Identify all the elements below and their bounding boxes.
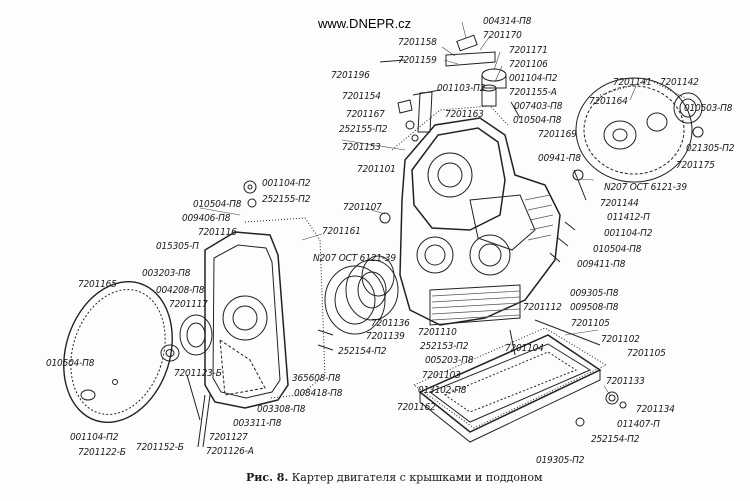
part-label: N207 ОСТ 6121-39 — [313, 253, 396, 264]
part-label: 010504-П8 — [46, 358, 95, 369]
part-label: 7201134 — [636, 404, 675, 415]
figure-title: Картер двигателя с крышками и поддоном — [291, 471, 543, 484]
part-label: 003308-П8 — [257, 404, 306, 415]
timing-cover — [575, 77, 693, 183]
part-label: 001103-П2 — [437, 83, 486, 94]
part-label: 7201104 — [505, 343, 544, 354]
part-label: 252154-П2 — [338, 346, 387, 357]
figure-number: Рис. 8. — [246, 471, 289, 484]
crankcase-block — [399, 117, 561, 326]
part-label: 7201139 — [366, 331, 405, 342]
figure-caption: Рис. 8. Картер двигателя с крышками и по… — [246, 471, 543, 484]
part-label: 7201141 — [613, 77, 652, 88]
part-label: 010504-П8 — [593, 244, 642, 255]
part-label: 252155-П2 — [262, 194, 311, 205]
part-label: 7201164 — [589, 96, 628, 107]
part-label: 010504-П8 — [193, 199, 242, 210]
part-label: 7201110 — [418, 327, 457, 338]
part-label: 001104-П2 — [262, 178, 311, 189]
part-label: 7201171 — [509, 45, 548, 56]
part-label: 7201161 — [322, 226, 361, 237]
part-label: 7201117 — [169, 299, 208, 310]
part-label: 7201126-А — [206, 446, 254, 457]
part-label: 015305-П — [156, 241, 199, 252]
part-label: 011407-П — [617, 419, 660, 430]
part-label: 252153-П2 — [420, 341, 469, 352]
part-label: 7201152-Б — [136, 442, 184, 453]
part-label: 7201127 — [209, 432, 248, 443]
part-label: 009406-П8 — [182, 213, 231, 224]
part-label: 009508-П8 — [570, 302, 619, 313]
part-label: 008418-П8 — [294, 388, 343, 399]
part-label: 7201133 — [606, 376, 645, 387]
part-label: 7201196 — [331, 70, 370, 81]
part-label: 7201158 — [398, 37, 437, 48]
part-label: 7201175 — [676, 160, 715, 171]
part-label: 7201144 — [600, 198, 639, 209]
part-label: 7201105 — [627, 348, 666, 359]
part-label: N207 ОСТ 6121-39 — [604, 182, 687, 193]
part-label: 003203-П8 — [142, 268, 191, 279]
website-watermark: www.DNEPR.cz — [318, 16, 412, 31]
part-label: 7201107 — [343, 202, 382, 213]
part-label: 009411-П8 — [577, 259, 626, 270]
part-label: 7201153 — [342, 142, 381, 153]
part-label: 252154-П2 — [591, 434, 640, 445]
part-label: 7201102 — [601, 334, 640, 345]
part-label: 019305-П2 — [536, 455, 585, 466]
part-label: 004208-П8 — [156, 285, 205, 296]
oval-side-cover — [63, 280, 173, 424]
part-label: 7201159 — [398, 55, 437, 66]
part-label: 007403-П8 — [514, 101, 563, 112]
part-label: 7201167 — [346, 109, 385, 120]
part-label: 005203-П8 — [425, 355, 474, 366]
left-crankcase-cover — [204, 231, 289, 409]
part-label: 7201155-А — [509, 87, 557, 98]
part-label: 7201101 — [357, 164, 396, 175]
part-label: 001104-П2 — [604, 228, 653, 239]
part-label: 010503-П8 — [684, 103, 733, 114]
part-label: 7201163 — [445, 109, 484, 120]
part-label: 7201105 — [571, 318, 610, 329]
part-label: 7201123-Б — [174, 368, 222, 379]
crankcase-fins — [431, 194, 554, 321]
part-label: 7201106 — [509, 59, 548, 70]
oil-pan — [418, 334, 602, 443]
bearing-housing — [324, 255, 399, 335]
part-label: 010504-П8 — [513, 115, 562, 126]
part-label: 7201170 — [483, 30, 522, 41]
part-label: 7201169 — [538, 129, 577, 140]
part-label: 011412-П — [607, 212, 650, 223]
part-label: 003311-П8 — [233, 418, 282, 429]
part-label: 021305-П2 — [686, 143, 735, 154]
part-label: 7201122-Б — [78, 447, 126, 458]
part-label: 7201162 — [397, 402, 436, 413]
part-label: 00941-П8 — [538, 153, 581, 164]
part-label: 7201112 — [523, 302, 562, 313]
part-label: 252155-П2 — [339, 124, 388, 135]
part-label: 7201154 — [342, 91, 381, 102]
part-label: 001104-П2 — [509, 73, 558, 84]
part-label: 001104-П2 — [70, 432, 119, 443]
part-label: 013102-П8 — [418, 385, 467, 396]
part-label: 004314-П8 — [483, 16, 532, 27]
part-label: 7201116 — [198, 227, 237, 238]
part-label: 009305-П8 — [570, 288, 619, 299]
part-label: 365608-П8 — [292, 373, 341, 384]
part-label: 7201136 — [371, 318, 410, 329]
part-label: 7201142 — [660, 77, 699, 88]
part-label: 7201165 — [78, 279, 117, 290]
part-label: 7201103 — [422, 370, 461, 381]
